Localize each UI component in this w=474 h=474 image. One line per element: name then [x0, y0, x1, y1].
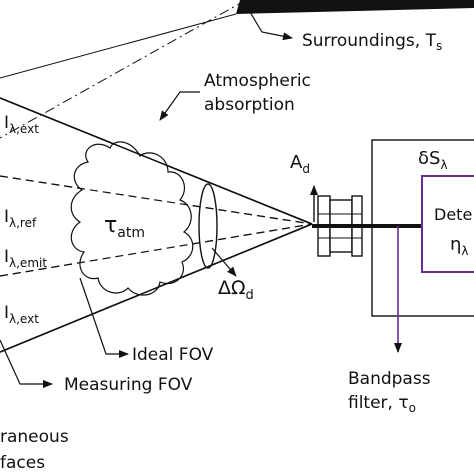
ideal-top-over-cloud [0, 175, 313, 225]
i-emit-label: Iλ,emit [4, 247, 47, 270]
solid-angle-leader [211, 247, 237, 277]
i-ext-top-label: Iλ,ext [4, 113, 39, 136]
atmospheric-label-1: Atmospheric [204, 71, 311, 91]
absorption-leader [159, 91, 200, 121]
surroundings-leader [249, 11, 293, 41]
i-ext-bottom-label: Iλ,ext [4, 303, 39, 326]
eta-label: ηλ [450, 234, 469, 258]
detector-label: Dete [434, 205, 472, 224]
surroundings-label: Surroundings, Ts [302, 31, 442, 53]
extraneous-label-2: faces [0, 453, 45, 473]
extraneous-label-1: raneous [0, 427, 69, 447]
surroundings-band [236, 0, 474, 14]
cone-top-over-cloud [0, 97, 313, 225]
bandpass-label-1: Bandpass [348, 369, 431, 389]
measuring-fov-label: Measuring FOV [64, 375, 193, 395]
detector-housing [371, 139, 474, 317]
area-detector-label: Ad [290, 152, 310, 176]
bandpass-label-2: filter, τo [348, 393, 416, 415]
dash-dot-line [0, 0, 247, 139]
delta-omega-label: ΔΩd [218, 277, 254, 303]
tau-atm-bg [96, 206, 154, 242]
cone-bottom-over-cloud [0, 223, 313, 353]
ideal-fov-label: Ideal FOV [132, 345, 214, 365]
measuring-fov-leader [0, 339, 53, 388]
responsivity-label: δSλ [418, 148, 448, 172]
ideal-fov-leader [79, 277, 129, 358]
tau-atm-label: τatm [104, 213, 145, 241]
atmospheric-label-2: absorption [204, 95, 295, 115]
detector-element [421, 175, 474, 273]
surroundings-band-edge [0, 13, 237, 79]
ideal-bottom-over-cloud [0, 223, 313, 277]
i-ref-label: Iλ,ref [4, 207, 37, 230]
solid-angle-ellipse [198, 183, 218, 269]
